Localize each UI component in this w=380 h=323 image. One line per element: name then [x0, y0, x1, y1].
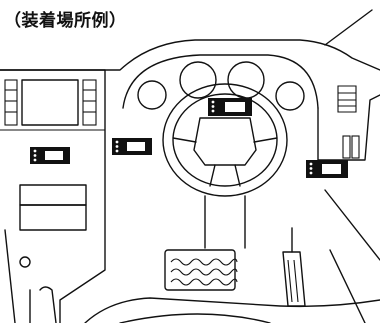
device-right-dash: [306, 160, 348, 178]
switch-2: [351, 135, 360, 159]
gear-shift: [39, 286, 57, 323]
spoke-left: [172, 137, 197, 143]
gauge-left: [137, 80, 167, 110]
spoke-right: [253, 137, 278, 143]
brake-pedal: [164, 249, 238, 291]
right-dash-edge: [317, 94, 380, 161]
steering-wheel-inner: [172, 93, 278, 187]
dashboard-top-line: [0, 39, 380, 71]
door-line: [324, 189, 380, 261]
right-vent: [82, 79, 97, 126]
page-title: （装着場所例）: [4, 11, 127, 31]
climate-panel-top: [19, 184, 87, 206]
knob: [19, 256, 31, 268]
console-left-edge: [4, 229, 16, 323]
steering-column: [204, 195, 246, 249]
device-steering-column: [208, 98, 252, 116]
accelerator-pedal: [282, 227, 306, 307]
climate-panel-bottom: [19, 204, 87, 231]
gauge-right: [275, 81, 305, 111]
device-left-dash: [30, 147, 70, 164]
display-screen: [21, 79, 79, 126]
floor-mat: [119, 313, 271, 323]
spoke-bottom: [209, 164, 241, 187]
right-side-vent: [337, 85, 357, 113]
steering-wheel-outer: [162, 83, 288, 197]
steering-hub: [193, 117, 257, 166]
floor-right-edge: [329, 249, 366, 323]
gauge-center-left: [179, 61, 217, 99]
center-stack-outline: [0, 69, 106, 323]
left-vent: [4, 79, 18, 126]
device-center-console: [112, 138, 152, 155]
windshield-right-line: [324, 9, 373, 46]
switch-1: [342, 135, 351, 159]
instrument-hood: [122, 54, 319, 109]
floor-line: [84, 297, 380, 323]
